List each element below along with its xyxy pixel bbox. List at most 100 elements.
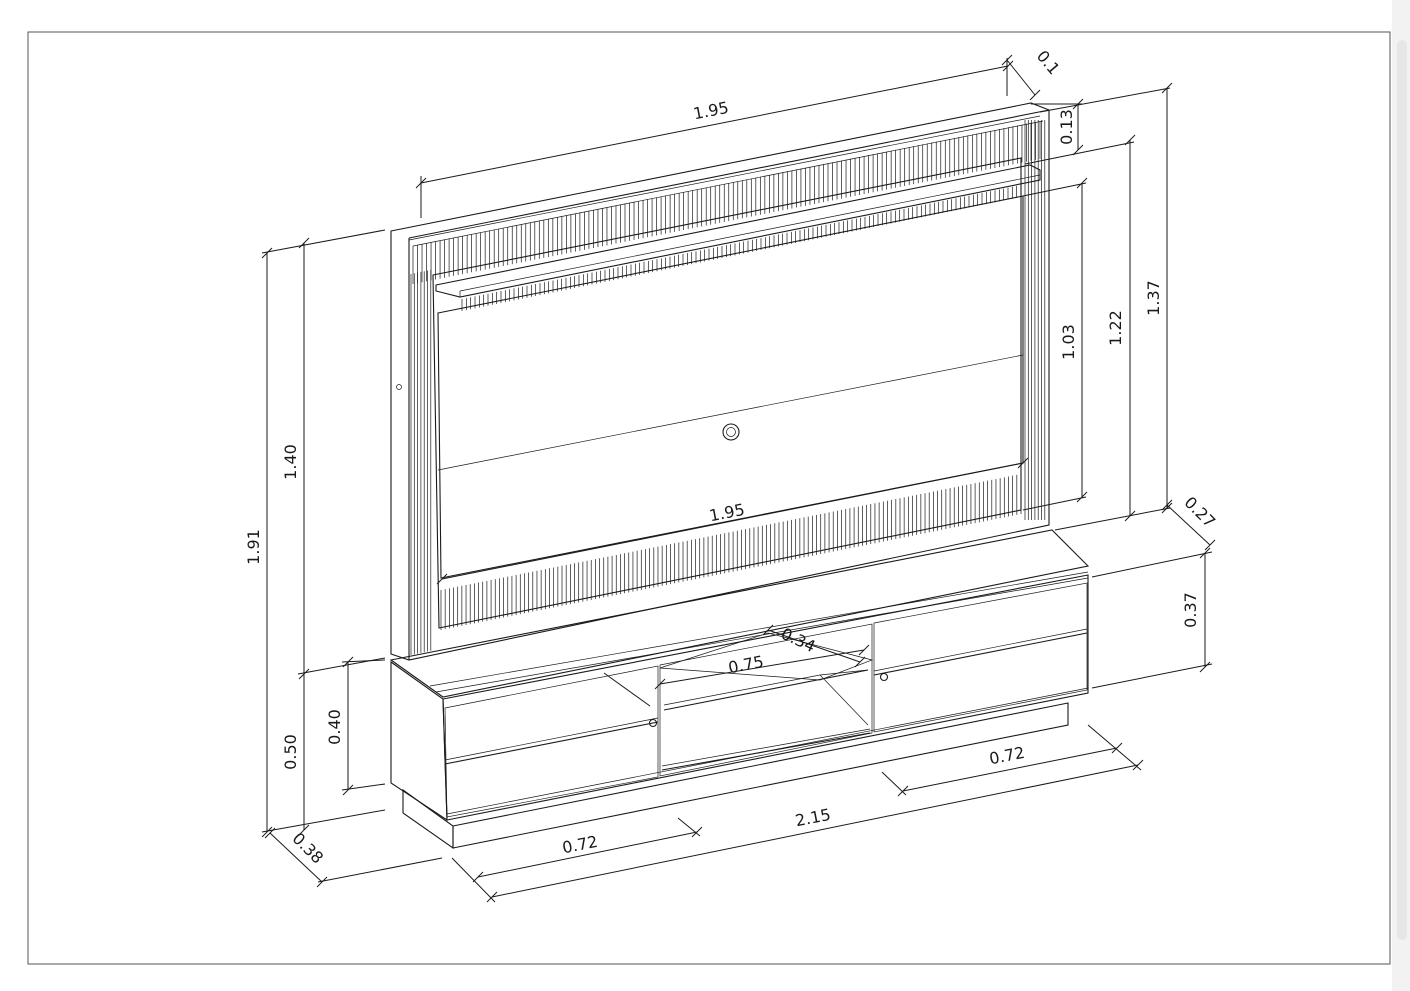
dim-ext-niche-left xyxy=(603,672,651,707)
dimension-tick xyxy=(1132,759,1144,771)
dimension-ticks xyxy=(261,54,1216,903)
dimension-tick xyxy=(1204,539,1216,551)
top-shelf xyxy=(435,164,1041,298)
dimension-labels: 1.95 0.1 0.13 1.37 1.22 1.03 1.95 0.27 0… xyxy=(244,47,1219,868)
niche-shelf-right xyxy=(819,669,869,676)
side-hole xyxy=(396,384,402,390)
dim-line-panel-width xyxy=(441,462,1024,580)
dimension-tick xyxy=(1124,510,1136,522)
slat-top-border-2 xyxy=(412,120,1044,247)
dimension-tick xyxy=(298,824,310,836)
label-depth-top: 0.1 xyxy=(1033,47,1064,79)
dim-ext-drawer-right-left xyxy=(881,771,907,796)
dimension-tick xyxy=(858,644,870,656)
dim-ext-103-bottom xyxy=(1022,496,1087,511)
dimension-tick xyxy=(1029,89,1041,101)
niche-shelf-top xyxy=(663,674,821,706)
dim-ext-038 xyxy=(317,857,443,883)
label-niche-depth: 0.34 xyxy=(778,624,818,656)
slat-top-border xyxy=(408,115,1041,241)
tv-panel-seam xyxy=(437,354,1024,471)
dim-line-027 xyxy=(1166,504,1211,546)
dim-ext-122-top xyxy=(1024,141,1135,165)
dimension-tick xyxy=(472,871,484,883)
label-rack-height: 0.37 xyxy=(1181,592,1200,628)
dimension-tick xyxy=(1199,661,1211,673)
dim-ext-103-top xyxy=(1022,182,1087,197)
dim-line-depth-top xyxy=(1006,59,1036,96)
dimension-tick xyxy=(264,827,276,839)
dimension-tick xyxy=(298,668,310,680)
dimension-tick xyxy=(261,247,273,259)
shelf-body xyxy=(435,164,1041,298)
dimension-tick xyxy=(261,826,273,838)
left-knob-icon xyxy=(648,718,658,728)
dimension-tick xyxy=(298,237,310,249)
label-depth-side: 0.27 xyxy=(1181,493,1220,532)
dimension-tick xyxy=(316,876,328,888)
dimension-tick xyxy=(1002,60,1014,72)
rack-top-front xyxy=(429,571,1089,687)
dim-ext-050-bottom xyxy=(261,809,386,833)
dimension-tick xyxy=(897,785,909,797)
dimension-tick xyxy=(1072,144,1084,156)
drawing-border xyxy=(27,31,1391,965)
label-height-122: 1.22 xyxy=(1106,310,1125,346)
dimension-tick xyxy=(1111,742,1123,754)
dim-ext-137-top xyxy=(1039,87,1171,113)
right-drawer-divider xyxy=(873,632,1088,676)
dim-line-niche-width xyxy=(659,649,865,685)
dimension-tick xyxy=(1076,177,1088,189)
dimension-tick xyxy=(1017,457,1029,469)
dim-ext-215-right xyxy=(1087,724,1142,771)
dim-ext-040-top xyxy=(341,659,386,663)
left-door-outline xyxy=(444,665,659,818)
dim-ext-191-top xyxy=(261,229,386,254)
rack-left-side xyxy=(390,660,448,822)
label-drawer-height: 0.40 xyxy=(325,709,344,745)
rack-cabinet xyxy=(389,529,1090,850)
dim-line-038 xyxy=(269,832,323,883)
dim-line-215 xyxy=(491,764,1139,898)
right-drawer-divider-2 xyxy=(873,628,1088,672)
niche-opening xyxy=(659,623,873,777)
label-base-height: 0.50 xyxy=(281,734,300,770)
niche-back xyxy=(659,632,874,681)
dimension-tick xyxy=(486,891,498,903)
dimension-tick xyxy=(1161,499,1173,511)
dimension-tick xyxy=(691,826,703,838)
dim-ext-037-top xyxy=(1091,551,1213,578)
label-base-depth: 0.38 xyxy=(289,829,328,868)
rack-top xyxy=(389,529,1090,698)
label-top-width: 1.95 xyxy=(692,98,731,123)
plinth-front xyxy=(452,702,1069,849)
shelf-front-line xyxy=(459,174,1041,292)
slat-lines xyxy=(410,120,1046,655)
left-drawer-divider xyxy=(444,721,659,765)
dimension-tick xyxy=(342,656,354,668)
dimension-tick xyxy=(1072,98,1084,110)
label-total-width: 2.15 xyxy=(794,805,833,830)
dim-line-top-width xyxy=(420,65,1009,184)
dim-line-drawer-right xyxy=(902,747,1118,792)
label-height-137: 1.37 xyxy=(1144,280,1163,316)
dimension-tick xyxy=(1124,134,1136,146)
label-shelf-thickness: 0.13 xyxy=(1057,109,1076,145)
label-niche-width: 0.75 xyxy=(727,652,766,677)
label-overall-height: 1.91 xyxy=(244,529,263,565)
dimension-tick xyxy=(415,177,427,189)
niche-bottom xyxy=(661,732,871,771)
panel-backboard xyxy=(390,102,1050,661)
dimension-tick xyxy=(342,784,354,796)
dim-ext-215-left xyxy=(451,857,496,903)
dim-line-drawer-left xyxy=(477,831,698,878)
right-knob-icon xyxy=(879,672,889,682)
label-panel-height: 1.40 xyxy=(281,444,300,480)
dimension-tick xyxy=(1161,82,1173,94)
vertical-scrollbar[interactable] xyxy=(1392,0,1410,991)
label-panel-width: 1.95 xyxy=(708,500,747,525)
dimension-tick xyxy=(762,624,774,636)
cable-hole-inner xyxy=(726,427,736,437)
scrollbar-thumb[interactable] xyxy=(1397,40,1407,940)
